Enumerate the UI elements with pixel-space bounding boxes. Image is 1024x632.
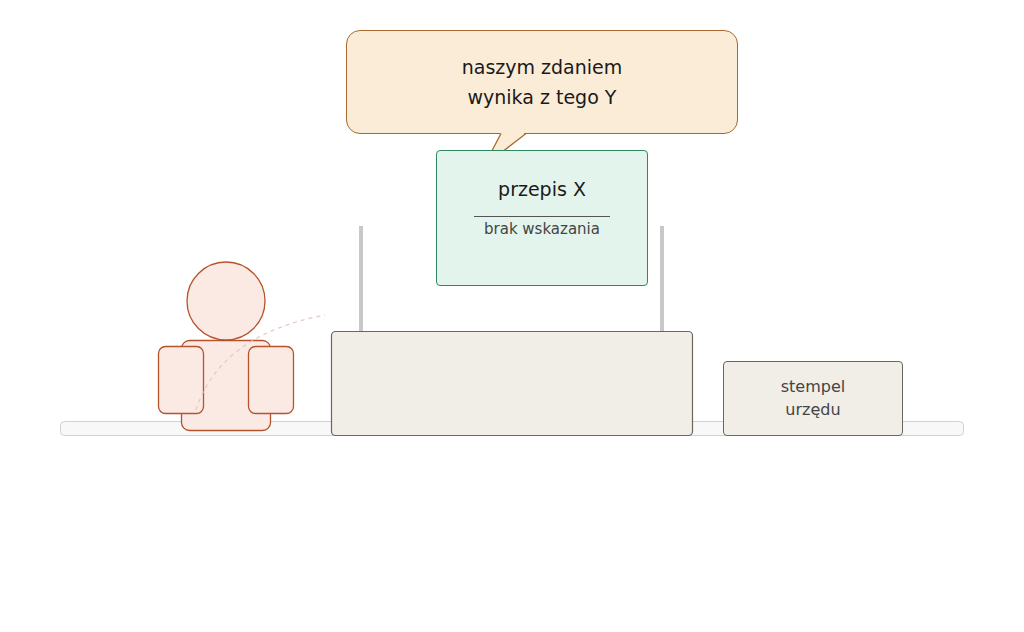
regulation-box: przepis X brak wskazania <box>436 150 648 286</box>
regulation-note: brak wskazania <box>474 216 610 240</box>
office-stamp: stempel urzędu <box>723 361 903 436</box>
person-figure <box>159 262 326 431</box>
stamp-text: stempel urzędu <box>763 376 863 421</box>
glass-pole <box>660 226 664 331</box>
regulation-title: przepis X <box>497 175 587 204</box>
speech-bubble: naszym zdaniem wynika z tego Y <box>346 30 738 134</box>
gaze-line <box>196 315 325 410</box>
person-arm <box>159 347 204 414</box>
glass-pole <box>359 226 363 331</box>
counter-desk <box>332 332 693 436</box>
person-arm <box>249 347 294 414</box>
person-head <box>187 262 265 340</box>
bubble-text: naszym zdaniem wynika z tego Y <box>457 52 627 113</box>
